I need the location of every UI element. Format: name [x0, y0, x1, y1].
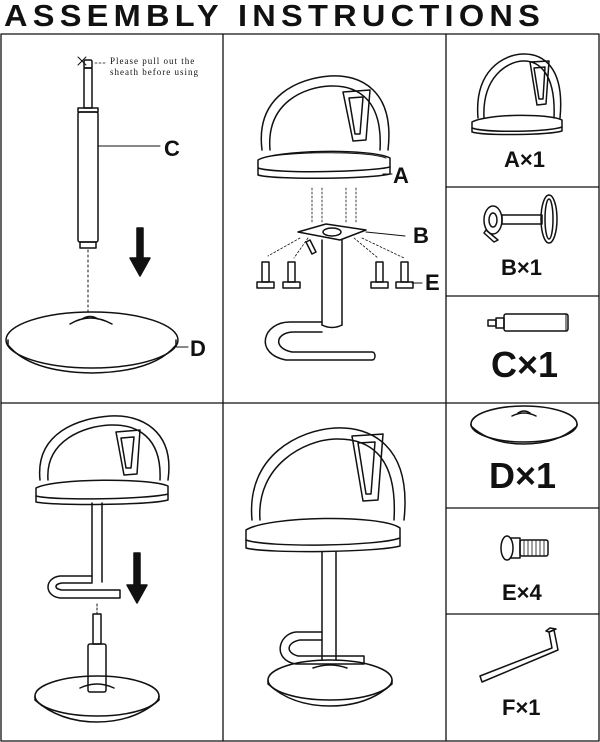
part-d-count: D×1: [489, 455, 557, 496]
gas-lift-rod: [83, 67, 93, 109]
part-e-count: E×4: [502, 580, 542, 605]
panel-grid: [0, 33, 600, 742]
step3-assembly-diagram: [34, 415, 170, 723]
step1-down-arrow: [129, 227, 151, 277]
part-a-count: A×1: [504, 147, 545, 172]
part-c-count: C×1: [491, 344, 559, 385]
base-plate: [5, 311, 179, 369]
part-e-screw-icon: [500, 535, 549, 561]
part-b-mechanism-icon: [483, 194, 558, 244]
part-f-count: F×1: [502, 695, 541, 720]
label-c: C: [164, 136, 180, 161]
label-e: E: [425, 270, 440, 295]
title-assembly: ASSEMBLY: [4, 0, 224, 33]
label-b: B: [413, 223, 429, 248]
step1-gas-lift-diagram: [5, 56, 189, 374]
part-d-base-icon: [470, 405, 578, 445]
part-f-allen-key-icon: [479, 627, 559, 683]
sheath-note-line1: Please pull out the: [110, 56, 196, 66]
gas-lift-cylinder: [77, 111, 99, 243]
step3-down-arrow: [126, 552, 148, 604]
sheath-note-line2: sheath before using: [110, 67, 199, 77]
part-a-seat-icon: [471, 53, 563, 136]
label-a: A: [393, 163, 409, 188]
screws-e: [256, 261, 414, 289]
label-d: D: [190, 336, 206, 361]
part-b-count: B×1: [501, 255, 542, 280]
title-instructions: INSTRUCTIONS: [238, 0, 546, 33]
step4-final-stool-diagram: [245, 427, 406, 707]
step2-exploded-diagram: [256, 75, 423, 361]
part-c-gas-lift-icon: [487, 313, 569, 332]
